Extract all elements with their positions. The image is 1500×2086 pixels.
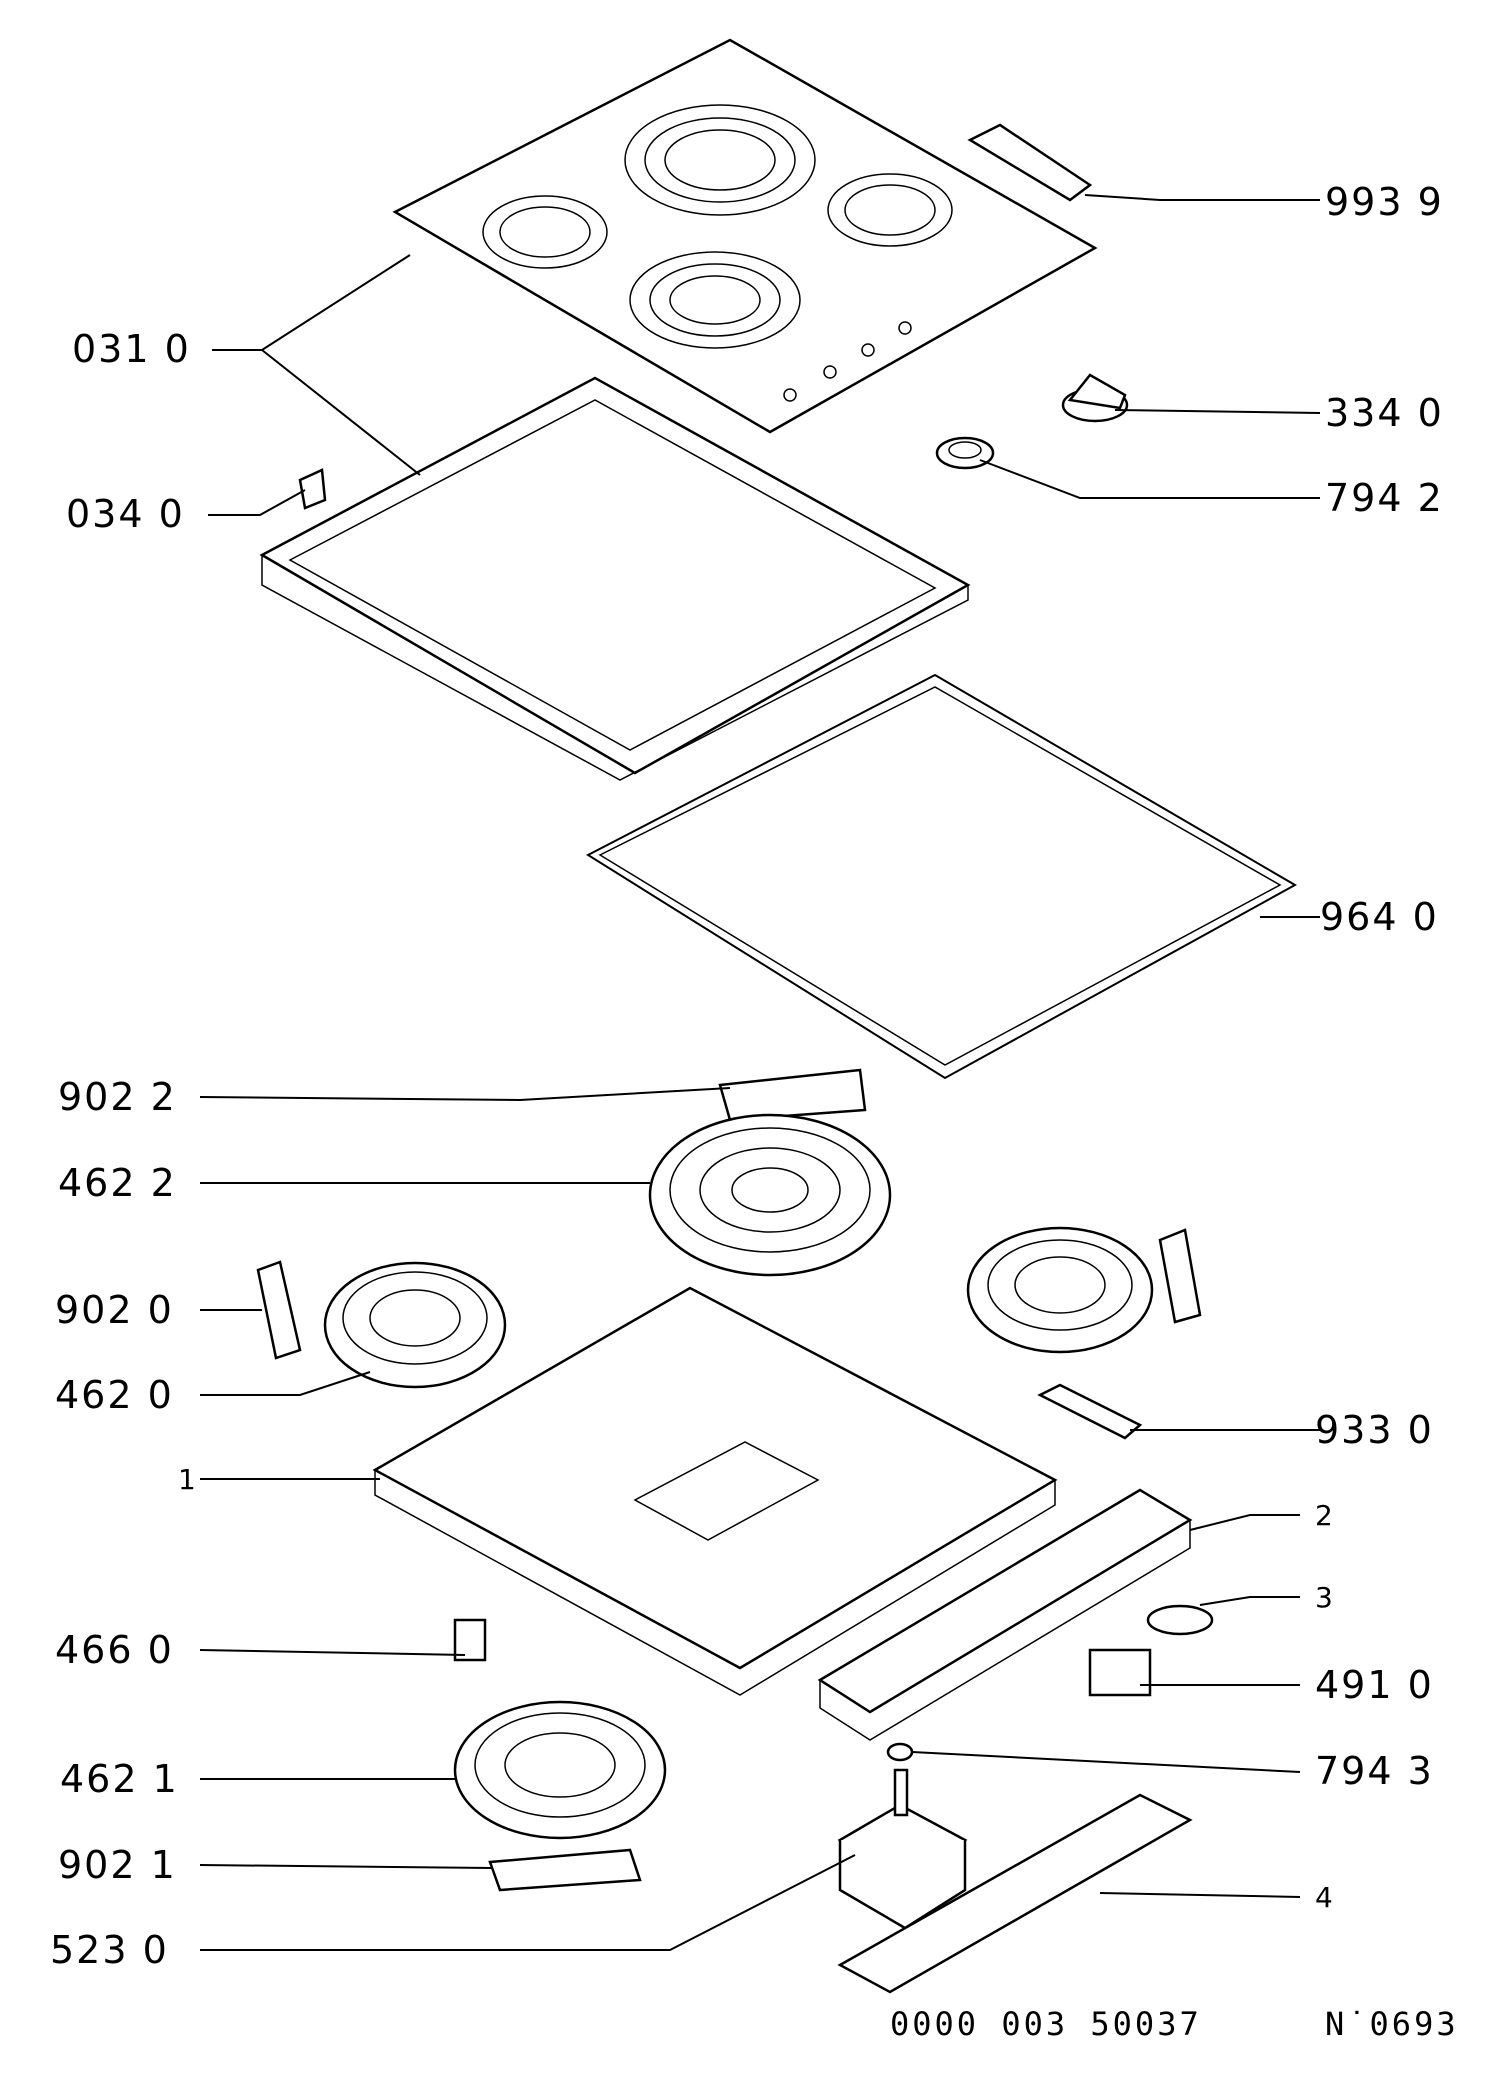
radiant-element-462-2 [648, 1113, 892, 1277]
bezel-794 [935, 436, 995, 470]
spring-3 [1146, 1604, 1214, 1636]
label-3: 3 [1315, 1581, 1333, 1614]
cap-794-3 [886, 1742, 914, 1762]
clip-034 [298, 468, 327, 510]
bracket-902-1 [488, 1848, 642, 1892]
label-4: 4 [1315, 1881, 1333, 1914]
label-031-0: 031 0 [72, 327, 191, 371]
cover-strip-4 [837, 1793, 1193, 1994]
bracket-993 [967, 123, 1093, 202]
ceramic-hob-top [392, 38, 1098, 434]
label-794-2: 794 2 [1325, 476, 1444, 520]
label-993-9: 993 9 [1325, 180, 1444, 224]
label-462-0: 462 0 [55, 1373, 174, 1417]
base-tray [372, 1286, 1058, 1696]
label-902-1: 902 1 [58, 1843, 177, 1887]
label-034-0: 034 0 [66, 492, 185, 536]
sensor-933 [1037, 1383, 1143, 1440]
radiant-element-462-0 [323, 1261, 507, 1389]
switch-491 [1088, 1648, 1152, 1697]
label-794-3: 794 3 [1315, 1749, 1434, 1793]
label-466-0: 466 0 [55, 1628, 174, 1672]
label-462-1: 462 1 [60, 1757, 179, 1801]
label-902-2: 902 2 [58, 1075, 177, 1119]
label-1: 1 [178, 1463, 196, 1496]
diagram-code: 0000 003 50037 [890, 2005, 1202, 2043]
label-2: 2 [1315, 1499, 1333, 1532]
hob-frame [259, 376, 971, 781]
label-334-0: 334 0 [1325, 391, 1444, 435]
knob-334 [1061, 373, 1129, 423]
label-491-0: 491 0 [1315, 1663, 1434, 1707]
lamp-466 [453, 1618, 487, 1662]
label-933-0: 933 0 [1315, 1408, 1434, 1452]
label-964-0: 964 0 [1320, 895, 1439, 939]
label-523-0: 523 0 [50, 1928, 169, 1972]
control-housing [817, 1488, 1193, 1741]
bracket-902-0 [256, 1260, 302, 1360]
radiant-element-right [966, 1226, 1202, 1354]
diagram-ref: N˙0693 [1325, 2005, 1459, 2043]
label-462-2: 462 2 [58, 1161, 177, 1205]
gasket-seal [585, 673, 1298, 1080]
leader-lines [199, 194, 1321, 1951]
label-902-0: 902 0 [55, 1288, 174, 1332]
bracket-902-2 [718, 1068, 867, 1122]
radiant-element-462-1 [453, 1700, 667, 1840]
